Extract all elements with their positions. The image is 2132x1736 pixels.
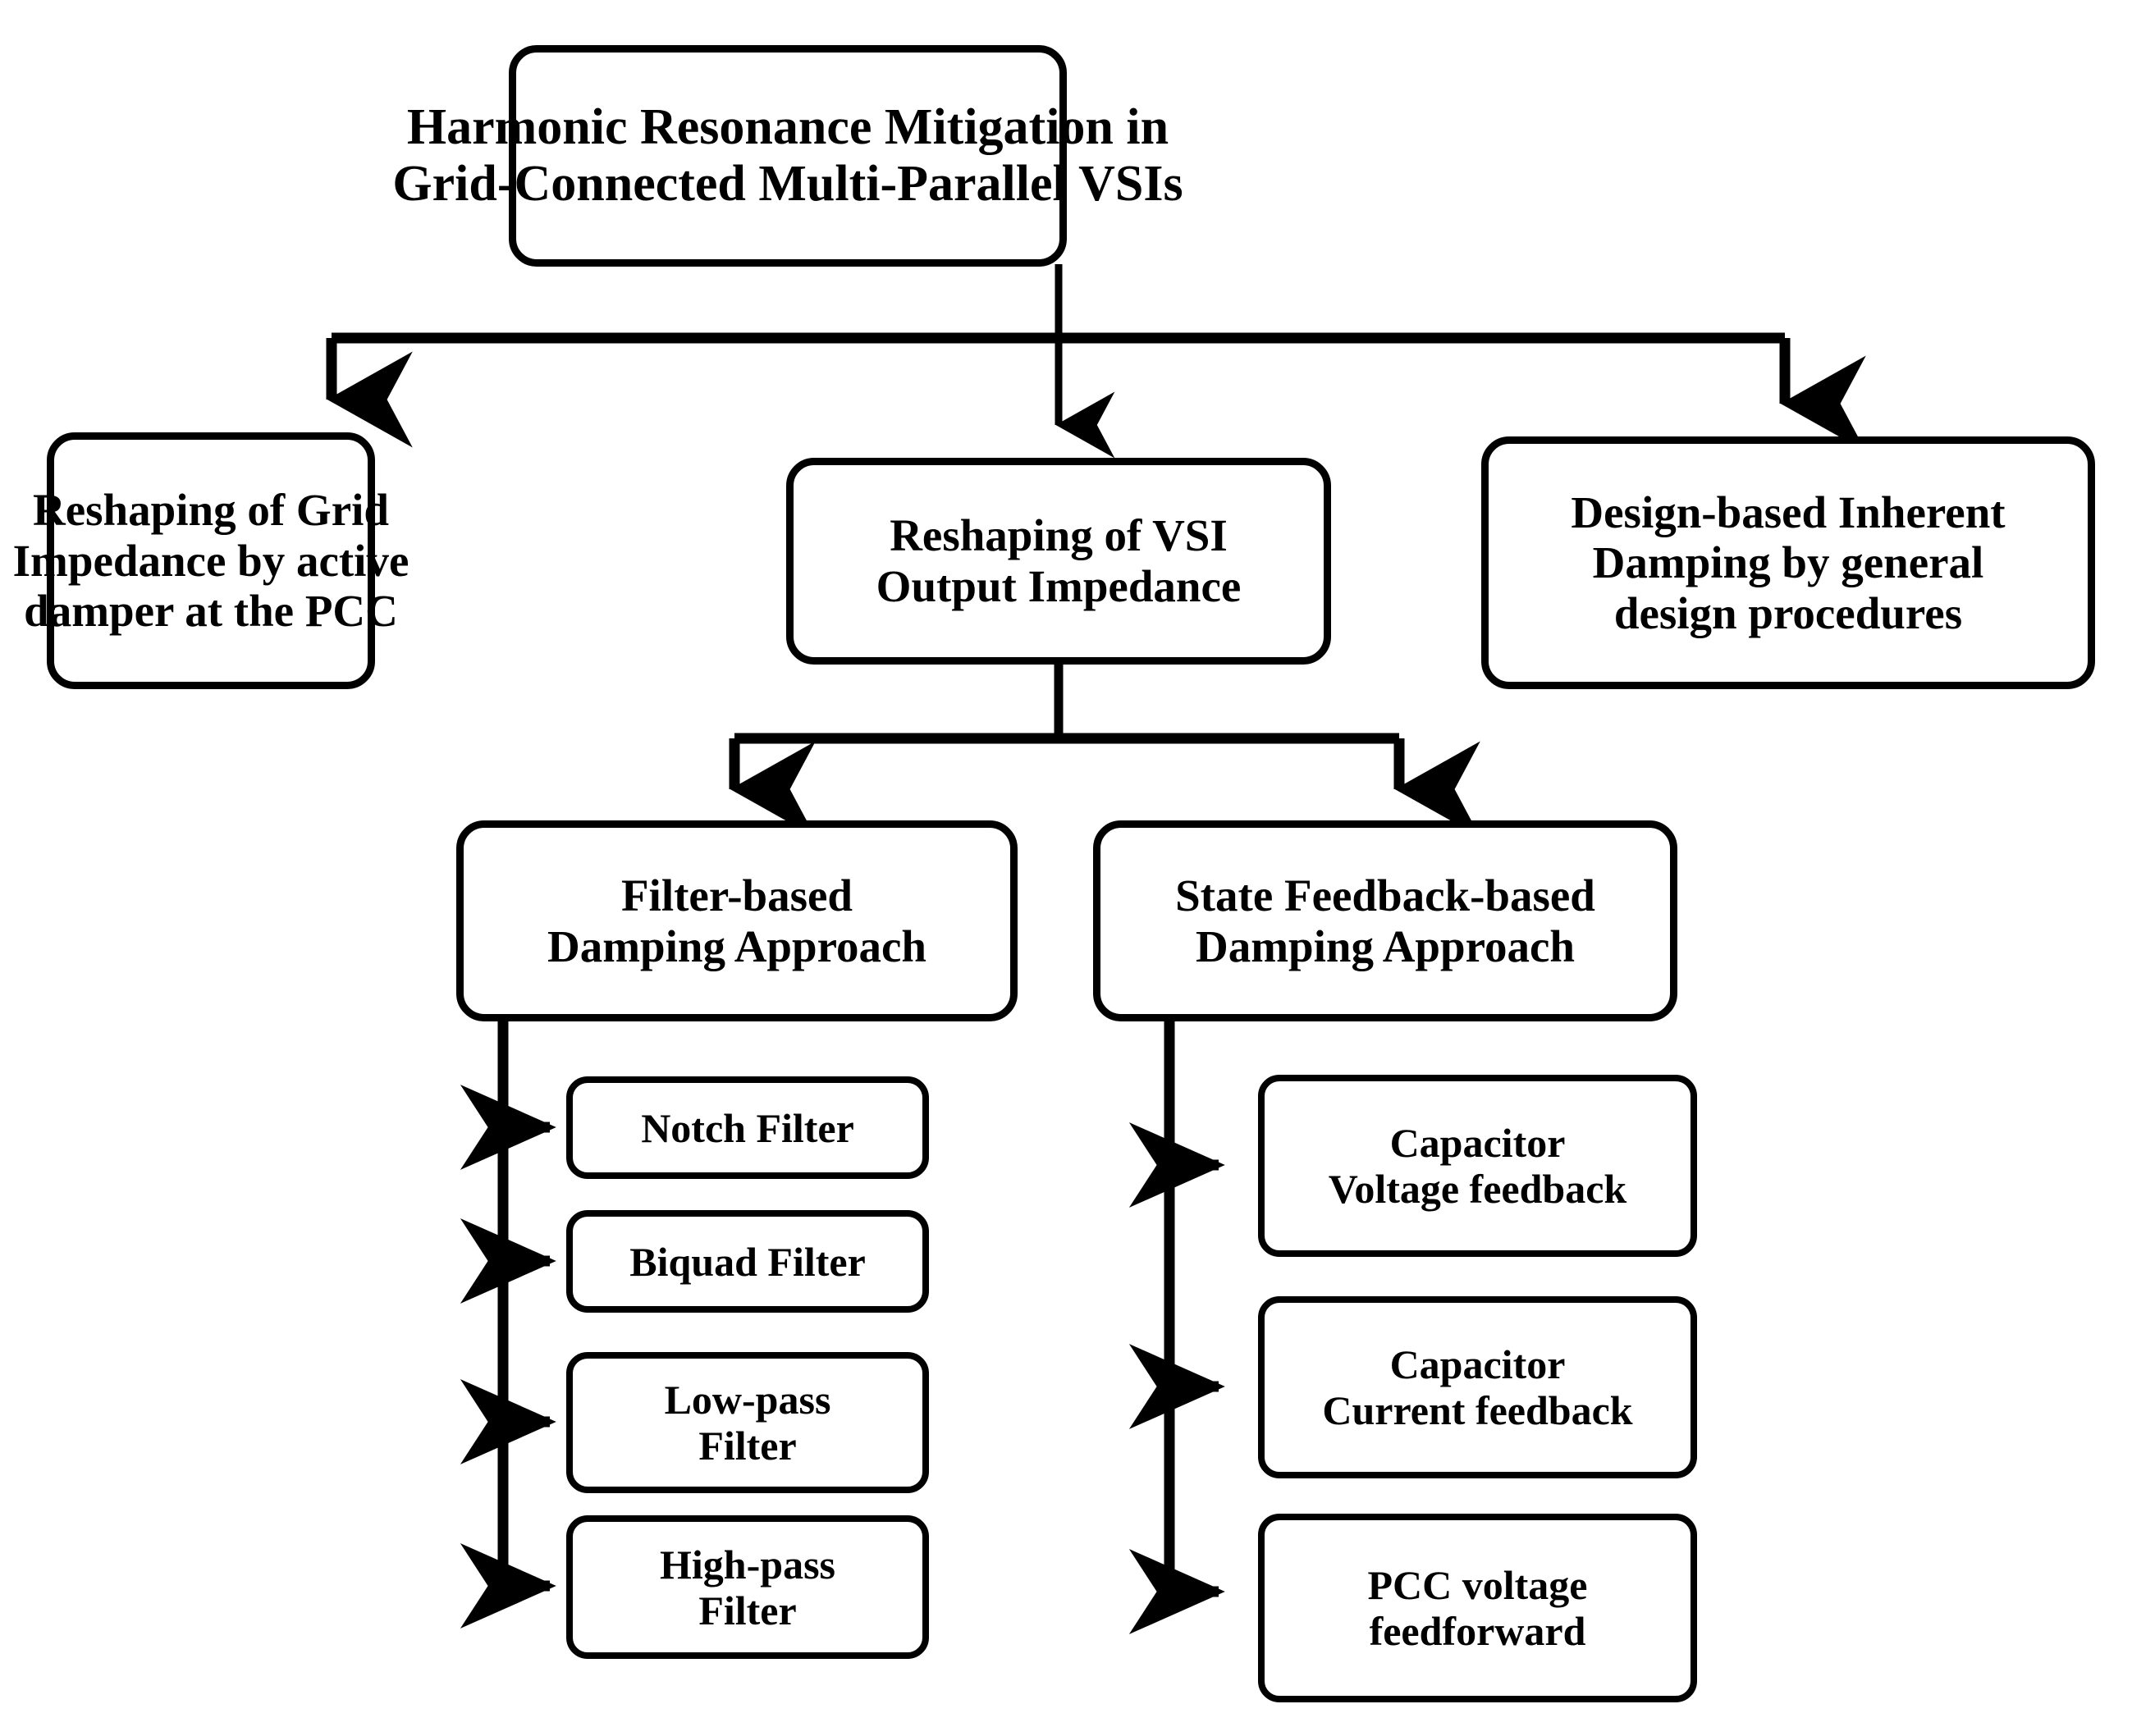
node-inherent-damping-line1: Design-based Inherent	[1571, 487, 2006, 537]
node-vsi-output-line1: Reshaping of VSI	[890, 510, 1228, 561]
node-grid-impedance-line2: Impedance by active	[12, 535, 409, 586]
node-high-pass-filter-line1: High-pass	[660, 1541, 835, 1588]
node-capacitor-current-line1: Capacitor	[1389, 1341, 1566, 1387]
node-capacitor-voltage-feedback[interactable]: Capacitor Voltage feedback	[1258, 1075, 1697, 1257]
node-root[interactable]: Harmonic Resonance Mitigation in Grid-Co…	[392, 45, 1183, 267]
node-reshaping-vsi-output-impedance[interactable]: Reshaping of VSI Output Impedance	[786, 458, 1331, 665]
node-inherent-damping-line3: design procedures	[1613, 587, 1963, 638]
node-low-pass-filter-line2: Filter	[698, 1423, 797, 1469]
node-root-line2: Grid-Connected Multi-Parallel VSIs	[392, 156, 1183, 212]
node-reshaping-grid-impedance[interactable]: Reshaping of Grid Impedance by active da…	[13, 432, 409, 689]
node-high-pass-filter[interactable]: High-pass Filter	[566, 1515, 929, 1659]
node-capacitor-current-feedback[interactable]: Capacitor Current feedback	[1258, 1296, 1697, 1478]
node-biquad-filter[interactable]: Biquad Filter	[566, 1210, 929, 1313]
node-vsi-output-line2: Output Impedance	[876, 561, 1242, 611]
node-filter-based-line1: Filter-based	[620, 870, 853, 921]
node-notch-filter-line1: Notch Filter	[641, 1104, 854, 1151]
node-inherent-damping-line2: Damping by general	[1592, 537, 1984, 588]
node-filter-based-line2: Damping Approach	[547, 921, 927, 971]
node-filter-based-damping-approach[interactable]: Filter-based Damping Approach	[456, 820, 1018, 1021]
node-state-feedback-line2: Damping Approach	[1195, 921, 1576, 971]
node-design-based-inherent-damping[interactable]: Design-based Inherent Damping by general…	[1481, 436, 2095, 689]
node-biquad-filter-line1: Biquad Filter	[629, 1238, 866, 1285]
node-notch-filter[interactable]: Notch Filter	[566, 1076, 929, 1179]
node-state-feedback-line1: State Feedback-based	[1175, 870, 1595, 921]
node-high-pass-filter-line2: Filter	[698, 1587, 797, 1633]
node-grid-impedance-line3: damper at the PCC	[24, 586, 398, 637]
node-state-feedback-damping-approach[interactable]: State Feedback-based Damping Approach	[1093, 820, 1677, 1021]
node-capacitor-current-line2: Current feedback	[1322, 1387, 1633, 1433]
node-pcc-voltage-feedforward[interactable]: PCC voltage feedforward	[1258, 1514, 1697, 1702]
node-root-line1: Harmonic Resonance Mitigation in	[406, 98, 1169, 155]
node-low-pass-filter-line1: Low-pass	[664, 1377, 831, 1423]
node-grid-impedance-line1: Reshaping of Grid	[33, 485, 389, 536]
node-capacitor-voltage-line2: Voltage feedback	[1328, 1166, 1627, 1212]
node-capacitor-voltage-line1: Capacitor	[1389, 1120, 1566, 1166]
node-low-pass-filter[interactable]: Low-pass Filter	[566, 1352, 929, 1493]
node-pcc-voltage-line2: feedforward	[1369, 1608, 1586, 1654]
node-pcc-voltage-line1: PCC voltage	[1367, 1562, 1588, 1608]
